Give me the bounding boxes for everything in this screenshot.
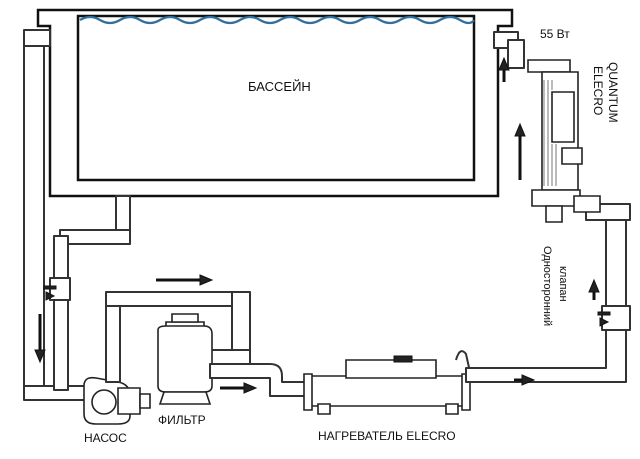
water-surface [79, 15, 475, 25]
arrow-icon [34, 314, 46, 364]
pool-basin: БАССЕЙН [36, 8, 514, 198]
filter-label: ФИЛЬТР [158, 413, 206, 427]
check-valve-label-line2: клапан [557, 266, 569, 302]
pump-label: НАСОС [84, 431, 127, 445]
valve-icon [43, 285, 57, 301]
arrow-icon [156, 274, 214, 286]
drain-pipe [49, 195, 131, 391]
check-valve-label-2: клапан [557, 266, 569, 302]
check-valve-label-line1: Односторонний [541, 246, 553, 326]
heater-label: НАГРЕВАТЕЛЬ ELECRO [318, 429, 456, 443]
filter-heater-pipe [209, 363, 311, 397]
uv-unit: 55 Вт ELECRO QUANTUM [493, 27, 620, 223]
check-valve-icon [597, 311, 611, 327]
arrow-icon [514, 374, 536, 386]
power-label: 55 Вт [540, 27, 570, 41]
pool-label: БАССЕЙН [248, 79, 311, 94]
uv-lamp-ribs [543, 80, 557, 186]
arrow-icon [498, 56, 510, 82]
pump: НАСОС [83, 376, 151, 445]
uv-unit-name-line2: QUANTUM [606, 62, 620, 123]
arrow-icon [588, 278, 600, 300]
electric-heater: НАГРЕВАТЕЛЬ ELECRO [303, 350, 471, 443]
check-valve-label: Односторонний [541, 246, 553, 326]
uv-unit-name-line1: ELECRO [591, 66, 605, 115]
pump-filter-pipe [105, 291, 251, 383]
arrow-icon [220, 382, 258, 394]
sand-filter: ФИЛЬТР [157, 313, 213, 427]
arrow-icon [514, 122, 526, 180]
return-pipe [23, 29, 91, 401]
